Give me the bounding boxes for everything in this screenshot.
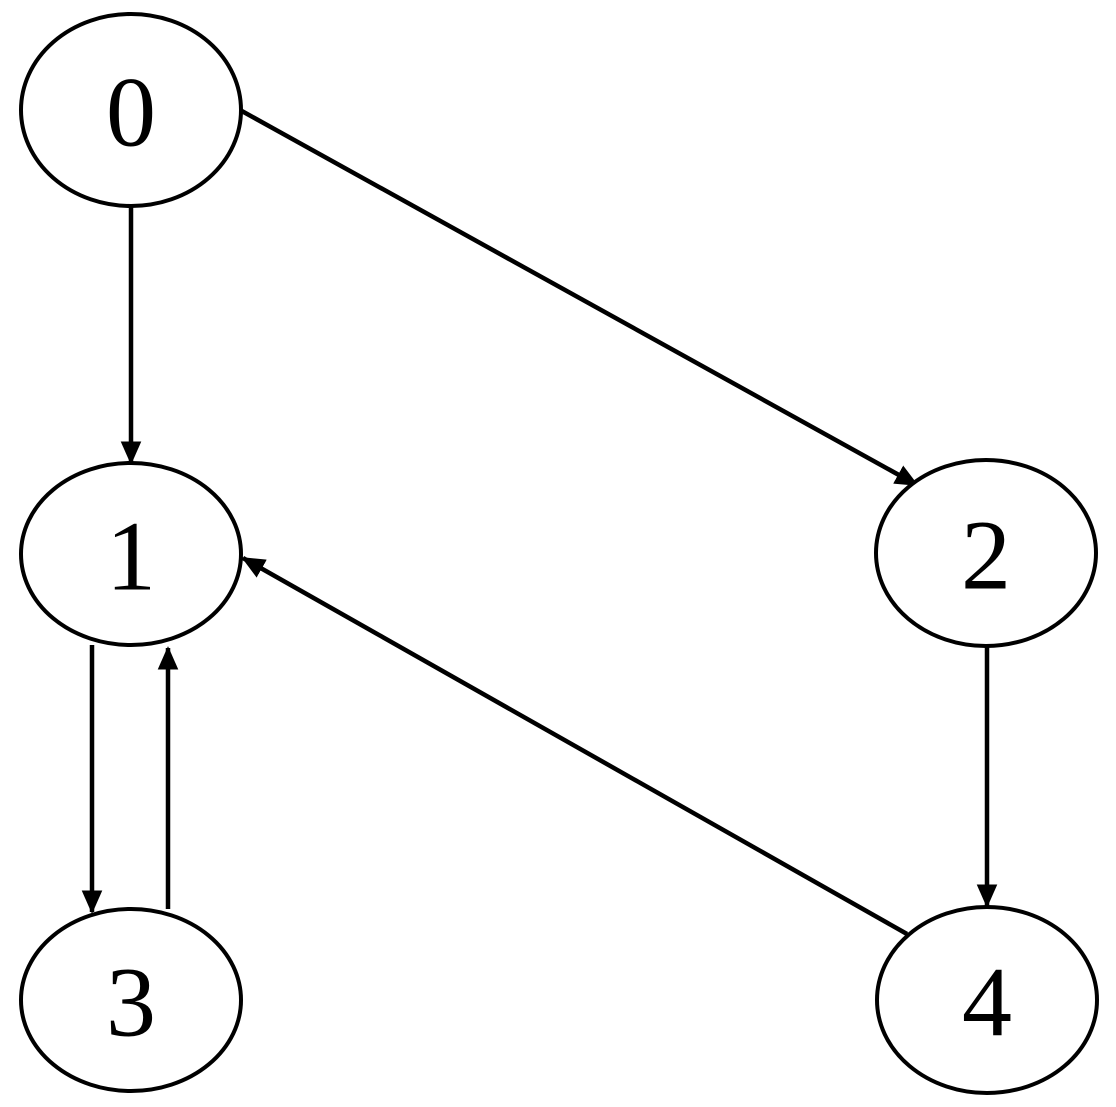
- graph-node-0[interactable]: 0: [19, 12, 243, 208]
- graph-node-1[interactable]: 1: [19, 461, 243, 647]
- node-ellipse-3[interactable]: [19, 907, 243, 1093]
- graph-edge-4-to-1: [241, 556, 909, 936]
- node-ellipse-4[interactable]: [875, 905, 1099, 1095]
- graph-node-2[interactable]: 2: [874, 458, 1098, 648]
- edge-line: [238, 108, 919, 487]
- node-label-2: 2: [961, 500, 1011, 611]
- node-label-3: 3: [106, 947, 156, 1058]
- node-label-4: 4: [962, 947, 1012, 1058]
- edge-line: [241, 556, 909, 936]
- node-label-0: 0: [106, 57, 156, 168]
- node-ellipse-0[interactable]: [19, 12, 243, 208]
- graph-edge-0-to-2: [238, 108, 919, 487]
- edges-layer: [81, 108, 998, 936]
- node-label-1: 1: [106, 501, 156, 612]
- nodes-layer: 0 1 2 3 4: [19, 12, 1099, 1095]
- graph-node-4[interactable]: 4: [875, 905, 1099, 1095]
- node-ellipse-1[interactable]: [19, 461, 243, 647]
- node-ellipse-2[interactable]: [874, 458, 1098, 648]
- graph-node-3[interactable]: 3: [19, 907, 243, 1093]
